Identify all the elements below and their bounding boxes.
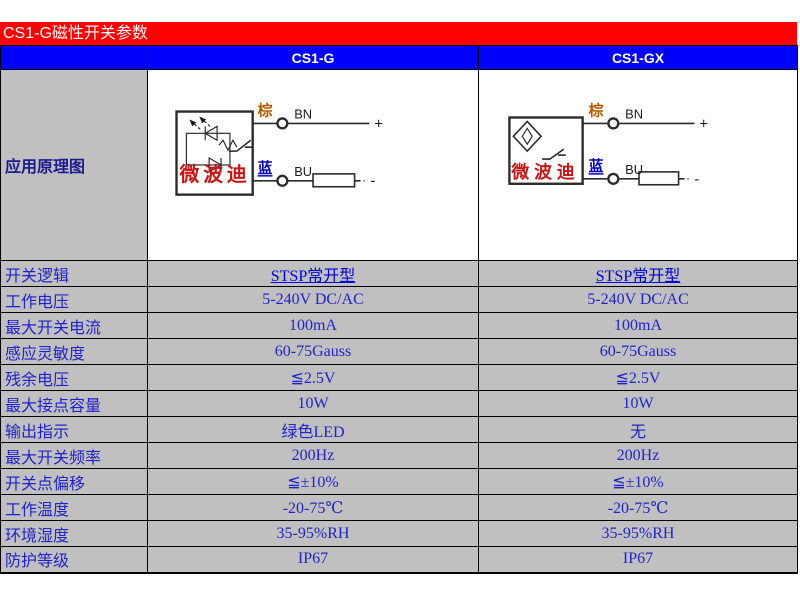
cs1gx-value: ≦2.5V — [478, 364, 798, 391]
table-row-max-contact-capacity: 最大接点容量 10W 10W — [0, 390, 798, 417]
sensor-body — [175, 110, 254, 196]
header-cell-cs1g: CS1-G — [147, 45, 479, 70]
sensor-body — [508, 116, 584, 185]
brown-label: 棕 — [588, 102, 604, 120]
cs1gx-value: -20-75℃ — [478, 494, 798, 521]
table-row-operating-voltage: 工作电压 5-240V DC/AC 5-240V DC/AC — [0, 286, 798, 313]
minus-sign: - — [370, 174, 375, 190]
table-row-switch-logic: 开关逻辑 STSP常开型 STSP常开型 — [0, 260, 798, 287]
row-label: 感应灵敏度 — [0, 338, 148, 365]
cs1g-value: IP67 — [147, 546, 479, 574]
row-label: 防护等级 — [0, 546, 148, 574]
cs1g-value: 100mA — [147, 312, 479, 339]
row-label: 最大开关电流 — [0, 312, 148, 339]
application-diagram-row: 应用原理图 — [0, 69, 798, 261]
bn-label: BN — [294, 106, 312, 121]
cs1gx-switch-logic-link[interactable]: STSP常开型 — [595, 267, 681, 285]
diagram-row-label: 应用原理图 — [0, 69, 148, 261]
cs1g-value: 绿色LED — [147, 416, 479, 443]
minus-sign: - — [694, 172, 699, 188]
row-label: 最大开关频率 — [0, 442, 148, 469]
row-label: 最大接点容量 — [0, 390, 148, 417]
load-resistor-icon — [638, 171, 680, 186]
header-cell-empty — [0, 45, 148, 70]
table-row-operating-temperature: 工作温度 -20-75℃ -20-75℃ — [0, 494, 798, 521]
cs1g-value: 60-75Gauss — [147, 338, 479, 365]
cs1g-value: ≦±10% — [147, 468, 479, 495]
cs1gx-value: 10W — [478, 390, 798, 417]
bu-label: BU — [625, 162, 643, 177]
cs1g-switch-logic-link[interactable]: STSP常开型 — [270, 267, 356, 285]
load-resistor-icon — [312, 173, 356, 188]
cs1gx-value: 100mA — [478, 312, 798, 339]
table-row-max-switching-current: 最大开关电流 100mA 100mA — [0, 312, 798, 339]
cs1gx-value: 200Hz — [478, 442, 798, 469]
table-row-protection-rating: 防护等级 IP67 IP67 — [0, 546, 798, 574]
cs1gx-value: 60-75Gauss — [478, 338, 798, 365]
table-row-switch-point-drift: 开关点偏移 ≦±10% ≦±10% — [0, 468, 798, 495]
bn-terminal-icon — [607, 117, 620, 130]
watermark-text: 微波迪 — [510, 161, 579, 182]
row-label: 残余电压 — [0, 364, 148, 391]
page-title: CS1-G磁性开关参数 — [0, 22, 797, 45]
cs1g-value: 35-95%RH — [147, 520, 479, 547]
cs1g-value: 10W — [147, 390, 479, 417]
parameters-table: CS1-G CS1-GX 应用原理图 — [0, 45, 798, 574]
cs1g-value: ≦2.5V — [147, 364, 479, 391]
plus-sign: + — [699, 116, 708, 132]
cs1gx-value: IP67 — [478, 546, 798, 574]
row-label: 工作电压 — [0, 286, 148, 313]
table-row-sensitivity: 感应灵敏度 60-75Gauss 60-75Gauss — [0, 338, 798, 365]
bu-terminal-icon — [607, 172, 620, 185]
table-row-residual-voltage: 残余电压 ≦2.5V ≦2.5V — [0, 364, 798, 391]
table-row-max-switching-frequency: 最大开关频率 200Hz 200Hz — [0, 442, 798, 469]
led-emission-arrows-icon — [189, 116, 211, 130]
blue-label: 蓝 — [258, 159, 273, 177]
bu-label: BU — [294, 164, 312, 179]
cs1gx-value: ≦±10% — [478, 468, 798, 495]
cs1g-circuit-diagram: 微波迪 棕 BN + 蓝 BU - — [175, 102, 383, 196]
cs1g-value: 5-240V DC/AC — [147, 286, 479, 313]
bn-label: BN — [625, 106, 643, 121]
cs1gx-value: 无 — [478, 416, 798, 443]
reed-switch-icon — [512, 120, 543, 153]
row-label: 开关逻辑 — [0, 260, 148, 287]
cs1g-value: -20-75℃ — [147, 494, 479, 521]
watermark-text: 微波迪 — [178, 163, 250, 186]
cs1g-diagram-cell: 微波迪 棕 BN + 蓝 BU - — [147, 69, 479, 261]
cs1g-value: 200Hz — [147, 442, 479, 469]
table-row-output-indicator: 输出指示 绿色LED 无 — [0, 416, 798, 443]
cs1gx-value: 5-240V DC/AC — [478, 286, 798, 313]
cs1gx-value: 35-95%RH — [478, 520, 798, 547]
cs1gx-diagram-cell: 微波迪 棕 BN + 蓝 BU - — [478, 69, 798, 261]
switch-contact-icon — [228, 139, 253, 152]
table-header-row: CS1-G CS1-GX — [0, 45, 798, 70]
header-cell-cs1gx: CS1-GX — [478, 45, 798, 70]
row-label: 工作温度 — [0, 494, 148, 521]
brown-label: 棕 — [257, 102, 273, 120]
led-icon — [185, 125, 238, 173]
table-row-ambient-humidity: 环境湿度 35-95%RH 35-95%RH — [0, 520, 798, 547]
bn-terminal-icon — [276, 117, 289, 130]
switch-contact-icon — [542, 148, 566, 160]
plus-sign: + — [374, 116, 383, 132]
cs1gx-circuit-diagram: 微波迪 棕 BN + 蓝 BU - — [508, 102, 708, 188]
row-label: 输出指示 — [0, 416, 148, 443]
row-label: 开关点偏移 — [0, 468, 148, 495]
resistor-zigzag-icon — [218, 138, 238, 152]
blue-label: 蓝 — [589, 157, 604, 175]
row-label: 环境湿度 — [0, 520, 148, 547]
bu-terminal-icon — [276, 174, 289, 187]
